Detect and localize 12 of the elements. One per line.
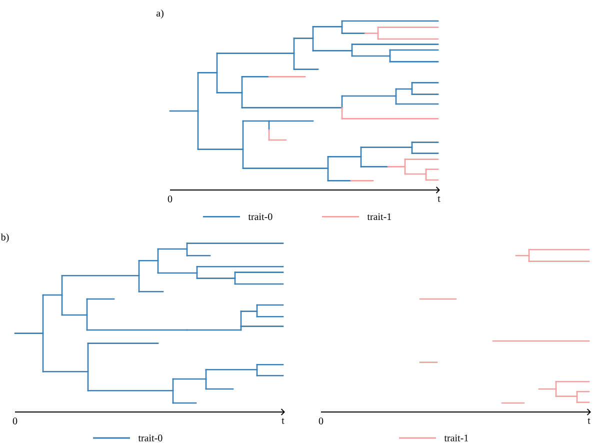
axis-label: t: [588, 418, 590, 424]
tick-label: 0: [318, 418, 324, 424]
panel-label: b): [0, 233, 9, 243]
legend-label: trait-0: [248, 213, 272, 220]
legend-label: trait-1: [444, 434, 468, 442]
legend-label: trait-0: [138, 434, 162, 442]
axis-label: t: [282, 418, 284, 424]
axis-label: t: [438, 196, 440, 202]
legend-label: trait-1: [367, 213, 392, 220]
tick-label: 0: [12, 418, 18, 424]
tick-label: 0: [168, 196, 172, 202]
panel-label: a): [156, 9, 164, 19]
